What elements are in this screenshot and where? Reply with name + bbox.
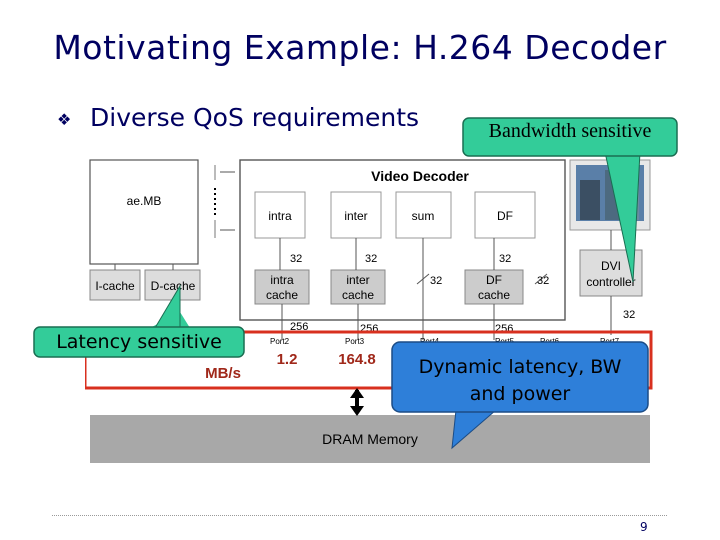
cache-inter [330,269,386,305]
width-32-a: 32 [290,253,302,265]
page-number: 9 [640,520,648,534]
module-df [474,191,536,239]
module-intra [254,191,306,239]
dvi-label-2: controller [586,275,635,289]
dynamic-callout-line1: Dynamic latency, BW [418,356,622,378]
memory-controller-box [85,330,653,390]
cache-df [464,269,524,305]
module-intra-label: intra [268,209,292,223]
slide-title: Motivating Example: H.264 Decoder [53,28,667,67]
port3-label: Port3 [345,337,365,346]
port2-label: Port2 [270,337,290,346]
bullet-diamond-icon: ❖ [57,110,72,129]
footer-divider [52,515,667,516]
decoder-diagram: ae.MB I-cache D-cache Video Decoder intr… [85,159,653,463]
width-32-b: 32 [365,253,377,265]
cache-inter-label-2: cache [342,288,374,302]
cache-intra [254,269,310,305]
width-32-d: 32 [430,275,442,287]
aemb-box [89,159,199,265]
dynamic-callout-line2: and power [469,383,571,405]
dcache-label: D-cache [151,279,196,293]
cache-df-label-1: DF [486,273,502,287]
bw-port2: 1.2 [277,351,298,368]
width-32-f: 32 [623,309,635,321]
cache-intra-label-2: cache [266,288,298,302]
cache-inter-label-1: inter [346,273,369,287]
dram-box [90,415,650,463]
video-decoder-label: Video Decoder [371,168,469,184]
module-inter [330,191,382,239]
dvi-label-1: DVI [601,259,621,273]
dram-label: DRAM Memory [322,431,418,447]
icache-label: I-cache [95,279,135,293]
bandwidth-callout-text: Bandwidth sensitive [488,120,652,142]
cache-df-label-2: cache [478,288,510,302]
module-sum-label: sum [412,209,435,223]
bullet-text: Diverse QoS requirements [90,103,420,132]
latency-callout-shape [33,284,245,358]
latency-callout-text: Latency sensitive [56,331,222,353]
width-256-a: 256 [290,321,308,333]
bw-port3: 164.8 [338,351,376,368]
dynamic-callout-shape [391,341,649,450]
dynamic-callout-text: Dynamic latency, BW and power [392,354,648,408]
bw-unit: MB/s [205,365,241,382]
width-32-e: 32 [537,275,549,287]
bandwidth-callout-shape [462,117,678,283]
module-df-label: DF [497,209,513,223]
module-inter-label: inter [344,209,367,223]
width-32-c: 32 [499,253,511,265]
aemb-label: ae.MB [127,194,162,208]
module-sum [395,191,452,239]
cache-intra-label-1: intra [270,273,294,287]
